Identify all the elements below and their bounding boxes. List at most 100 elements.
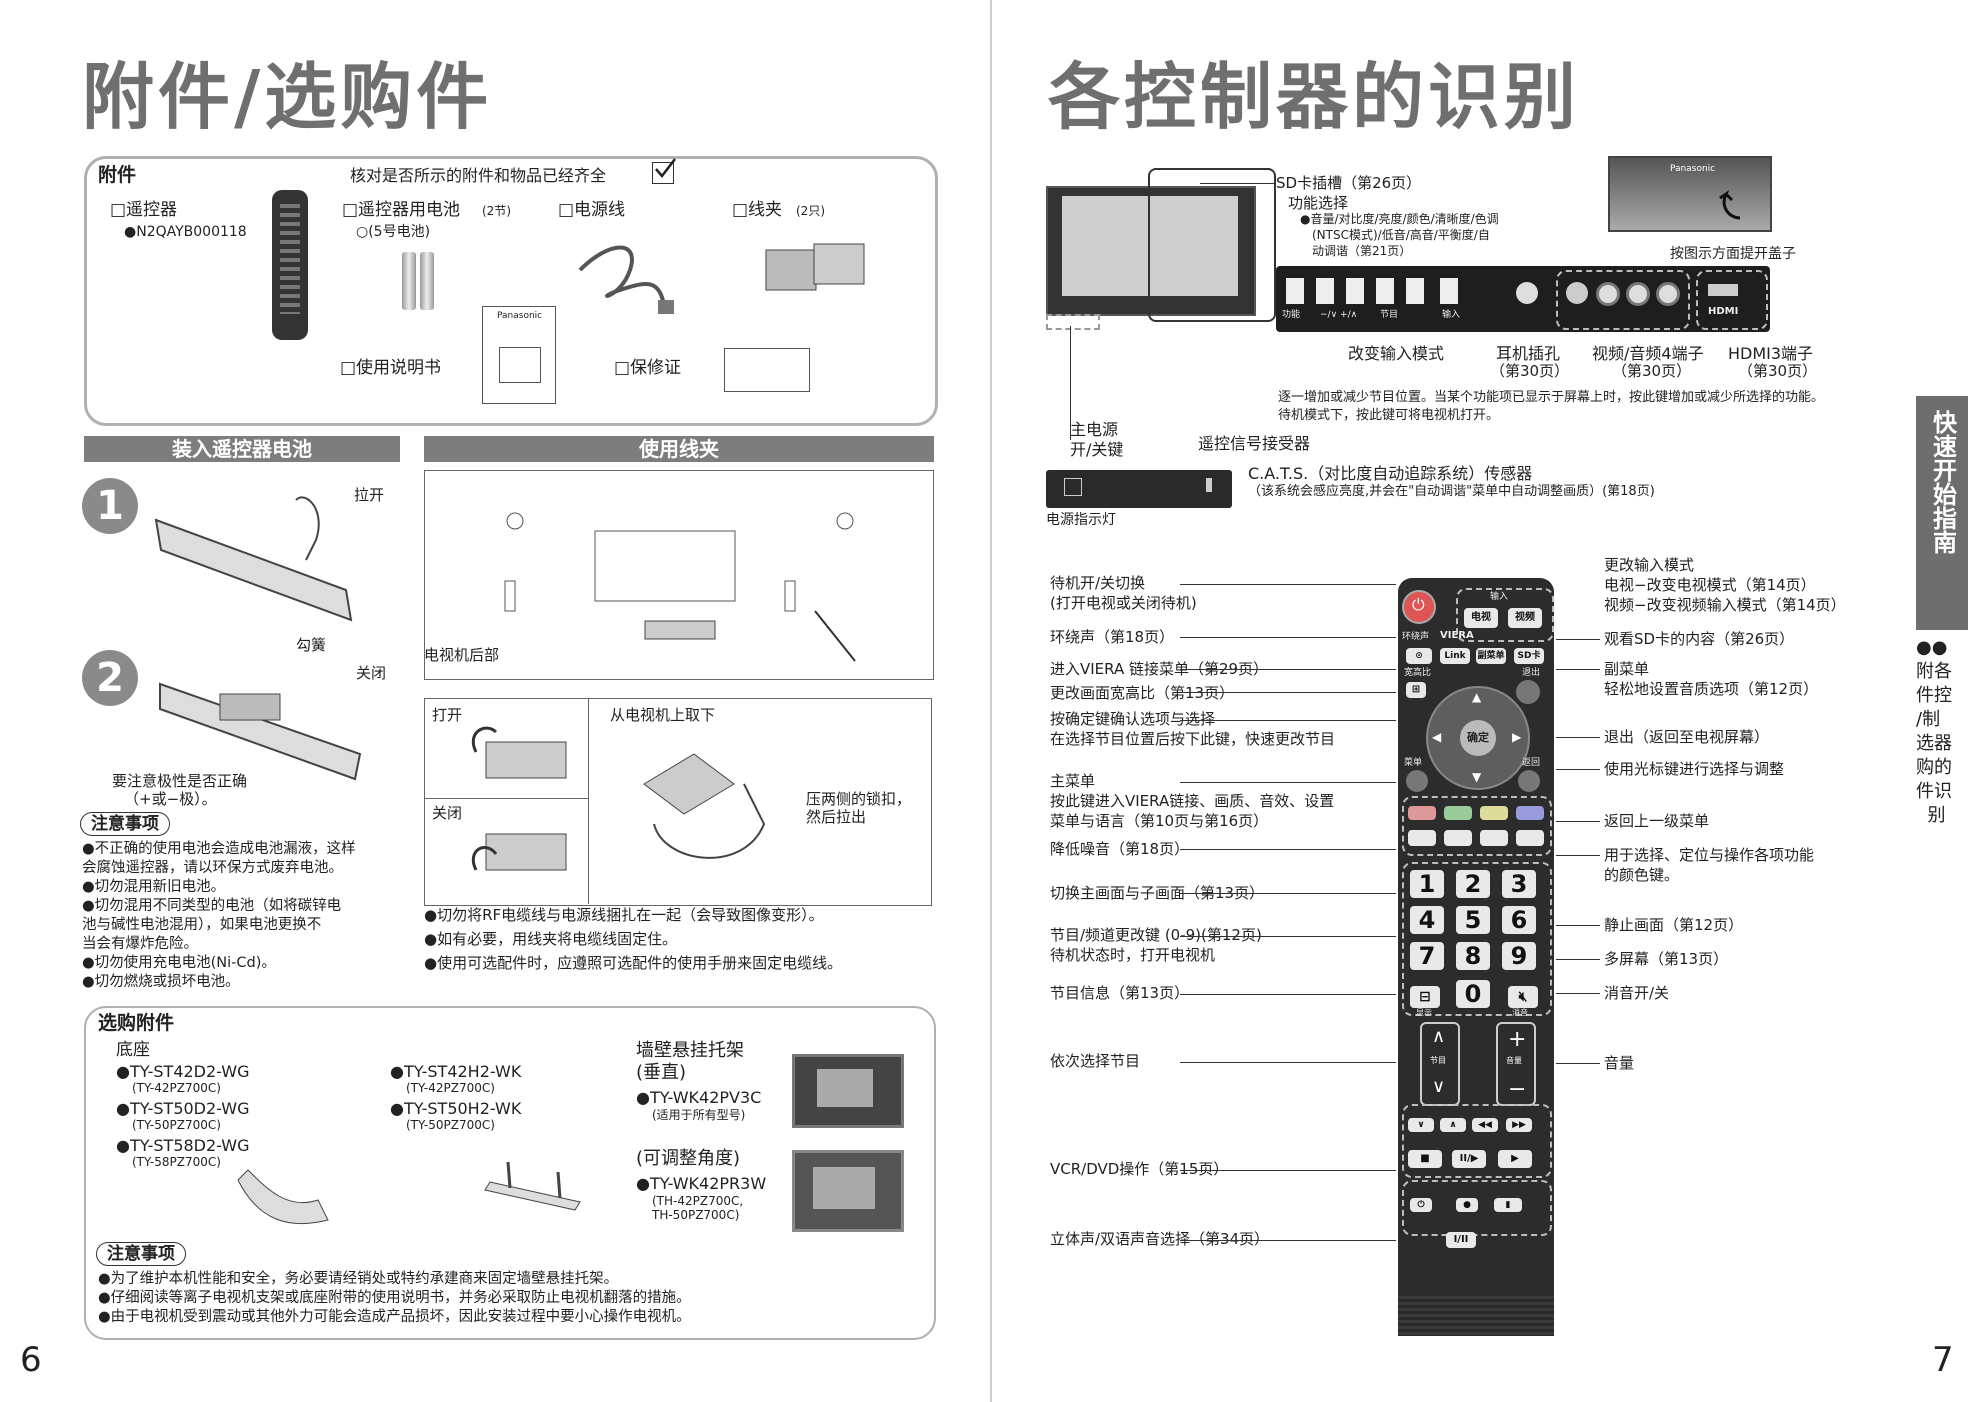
label-headphone: 耳机插孔 <box>1496 344 1561 363</box>
polarity-note-1: 要注意极性是否正确 <box>112 772 248 790</box>
channel-desc-1: 逐一增加或减少节目位置。当某个功能项已显示于屏幕上时，按此键增加或减少所选择的功… <box>1278 390 1825 405</box>
green-key[interactable] <box>1444 806 1472 820</box>
tv-key[interactable]: 电视 <box>1464 608 1498 628</box>
power-button[interactable]: ⏻ <box>1402 590 1436 624</box>
accessories-header: 附件 <box>98 164 137 186</box>
digit-5-key[interactable]: 5 <box>1456 906 1490 934</box>
callout-line <box>1180 637 1396 638</box>
remote-callout-left: 环绕声（第18页） <box>1050 628 1175 646</box>
exit-key[interactable] <box>1516 680 1540 704</box>
fast-forward-key[interactable]: ▶▶ <box>1506 1118 1532 1132</box>
digit-6-key[interactable]: 6 <box>1502 906 1536 934</box>
label-main-power-1: 主电源 <box>1070 420 1119 439</box>
vcr-ch-down-key[interactable]: ∨ <box>1408 1118 1434 1132</box>
volume-label: 音量 <box>1506 1056 1522 1065</box>
remote-callout-left: 降低噪音（第18页） <box>1050 840 1190 858</box>
red-key[interactable] <box>1408 806 1436 820</box>
label-hdmi3-page: （第30页） <box>1738 362 1818 380</box>
cursor-pad[interactable]: ▲ ▼ ◀ ▶ 确定 <box>1426 686 1530 790</box>
input-key-group <box>1456 588 1554 642</box>
power-cord-icon <box>578 245 674 314</box>
digit-4-key[interactable]: 4 <box>1410 906 1444 934</box>
channel-rocker[interactable]: ∧ 节目 ∨ <box>1420 1022 1460 1106</box>
volume-rocker[interactable]: + 音量 − <box>1496 1022 1536 1106</box>
hdmi3-terminal-group <box>1696 270 1768 330</box>
tv-rear-illustration <box>424 470 934 680</box>
sd-card-key[interactable]: SD卡 <box>1514 648 1544 664</box>
mute-key[interactable]: 🔇︎ <box>1508 986 1538 1008</box>
return-key[interactable] <box>1518 770 1540 792</box>
function-desc-3: 动调谐（第21页） <box>1312 244 1412 258</box>
noise-reduction-key[interactable] <box>1408 830 1436 846</box>
vcr-ch-up-key[interactable]: ∧ <box>1440 1118 1466 1132</box>
digit-3-key[interactable]: 3 <box>1502 870 1536 898</box>
freeze-key[interactable] <box>1516 830 1544 846</box>
remote-callout-left: 依次选择节目 <box>1050 1052 1141 1070</box>
multi-window-key[interactable] <box>1480 830 1508 846</box>
menu-key[interactable] <box>1406 770 1428 792</box>
vcr-dvd-key-group <box>1402 1104 1552 1178</box>
stand-model: ●TY-ST42H2-WK <box>390 1062 522 1081</box>
arrow-right-icon[interactable]: ▶ <box>1512 730 1522 744</box>
panel-function-label: 功能 <box>1282 310 1301 320</box>
label-hdmi3: HDMI3端子 <box>1728 344 1814 363</box>
remote-callout-left: 节目/频道更改键 (0-9)(第12页) <box>1050 926 1262 944</box>
stereo-bilingual-key[interactable]: I/II <box>1446 1232 1476 1248</box>
volume-down-icon[interactable]: − <box>1508 1077 1527 1102</box>
vcr-dvd-switch[interactable]: ▮ <box>1494 1198 1522 1212</box>
stand-model: ●TY-ST58D2-WG <box>116 1136 250 1155</box>
arrow-left-icon[interactable]: ◀ <box>1432 730 1442 744</box>
ok-key[interactable]: 确定 <box>1460 720 1496 756</box>
channel-up-icon[interactable]: ∧ <box>1432 1026 1446 1047</box>
remote-callout-left: 待机状态时，打开电视机 <box>1050 946 1216 964</box>
play-key[interactable]: ▶ <box>1498 1150 1532 1168</box>
pause-key[interactable]: II/▶ <box>1452 1150 1486 1168</box>
channel-down-icon[interactable]: ∨ <box>1432 1076 1446 1097</box>
digit-8-key[interactable]: 8 <box>1456 942 1490 970</box>
av-key[interactable]: 视频 <box>1508 608 1542 628</box>
remote-callout-left: 切换主画面与子画面（第13页） <box>1050 884 1265 902</box>
tv-cover-image: Panasonic <box>1608 156 1772 232</box>
digit-7-key[interactable]: 7 <box>1410 942 1444 970</box>
remote-callout-right: 使用光标键进行选择与调整 <box>1604 760 1785 778</box>
surround-key[interactable]: ⊙ <box>1406 648 1432 664</box>
vcr-power-key[interactable]: ⏻ <box>1410 1198 1432 1212</box>
callout-line <box>1556 639 1600 640</box>
remote-sensor <box>1206 478 1212 492</box>
audio-right-terminal-icon <box>1656 282 1680 306</box>
battery-icon <box>402 252 416 310</box>
digit-0-key[interactable]: 0 <box>1456 980 1490 1008</box>
swap-key[interactable] <box>1444 830 1472 846</box>
rewind-key[interactable]: ◀◀ <box>1472 1118 1498 1132</box>
digit-9-key[interactable]: 9 <box>1502 942 1536 970</box>
wall-v-sub: (适用于所有型号) <box>652 1108 746 1122</box>
info-key[interactable]: ⊟ <box>1410 986 1440 1008</box>
yellow-key[interactable] <box>1480 806 1508 820</box>
callout-line <box>1180 669 1396 670</box>
key-info-label: 显示 <box>1416 1008 1432 1017</box>
accessories-box <box>84 156 938 426</box>
volume-up-icon[interactable]: + <box>1508 1027 1527 1052</box>
arrow-down-icon[interactable]: ▼ <box>1472 770 1482 784</box>
panel-channel-label: 节目 <box>1380 310 1399 320</box>
digit-2-key[interactable]: 2 <box>1456 870 1490 898</box>
aspect-key[interactable]: ⊞ <box>1406 682 1426 698</box>
polarity-note-2: （+或−极）。 <box>124 790 217 808</box>
function-desc-1: ●音量/对比度/亮度/颜色/清晰度/色调 <box>1300 212 1499 226</box>
tv-lower-bezel <box>1046 470 1232 508</box>
side-index-line: /制 <box>1916 709 1941 730</box>
av4-terminal-group <box>1556 270 1690 330</box>
record-key[interactable]: ● <box>1456 1198 1478 1212</box>
viera-link-key[interactable]: Link <box>1440 648 1470 664</box>
clamp-open-icon <box>472 726 567 779</box>
stop-key[interactable]: ■ <box>1408 1150 1442 1168</box>
blue-key[interactable] <box>1516 806 1544 820</box>
sub-menu-key[interactable]: 副菜单 <box>1476 648 1506 664</box>
digit-1-key[interactable]: 1 <box>1410 870 1444 898</box>
arrow-up-icon[interactable]: ▲ <box>1472 690 1482 704</box>
caution-title-battery: 注意事项 <box>80 812 170 836</box>
caution-item: ●切勿混用不同类型的电池（如将碳锌电 <box>82 898 342 914</box>
wall-adj-sub: (TH-42PZ700C, <box>652 1194 744 1208</box>
callout-line <box>1180 1170 1396 1171</box>
remote-callout-right: 多屏幕（第13页） <box>1604 950 1729 968</box>
